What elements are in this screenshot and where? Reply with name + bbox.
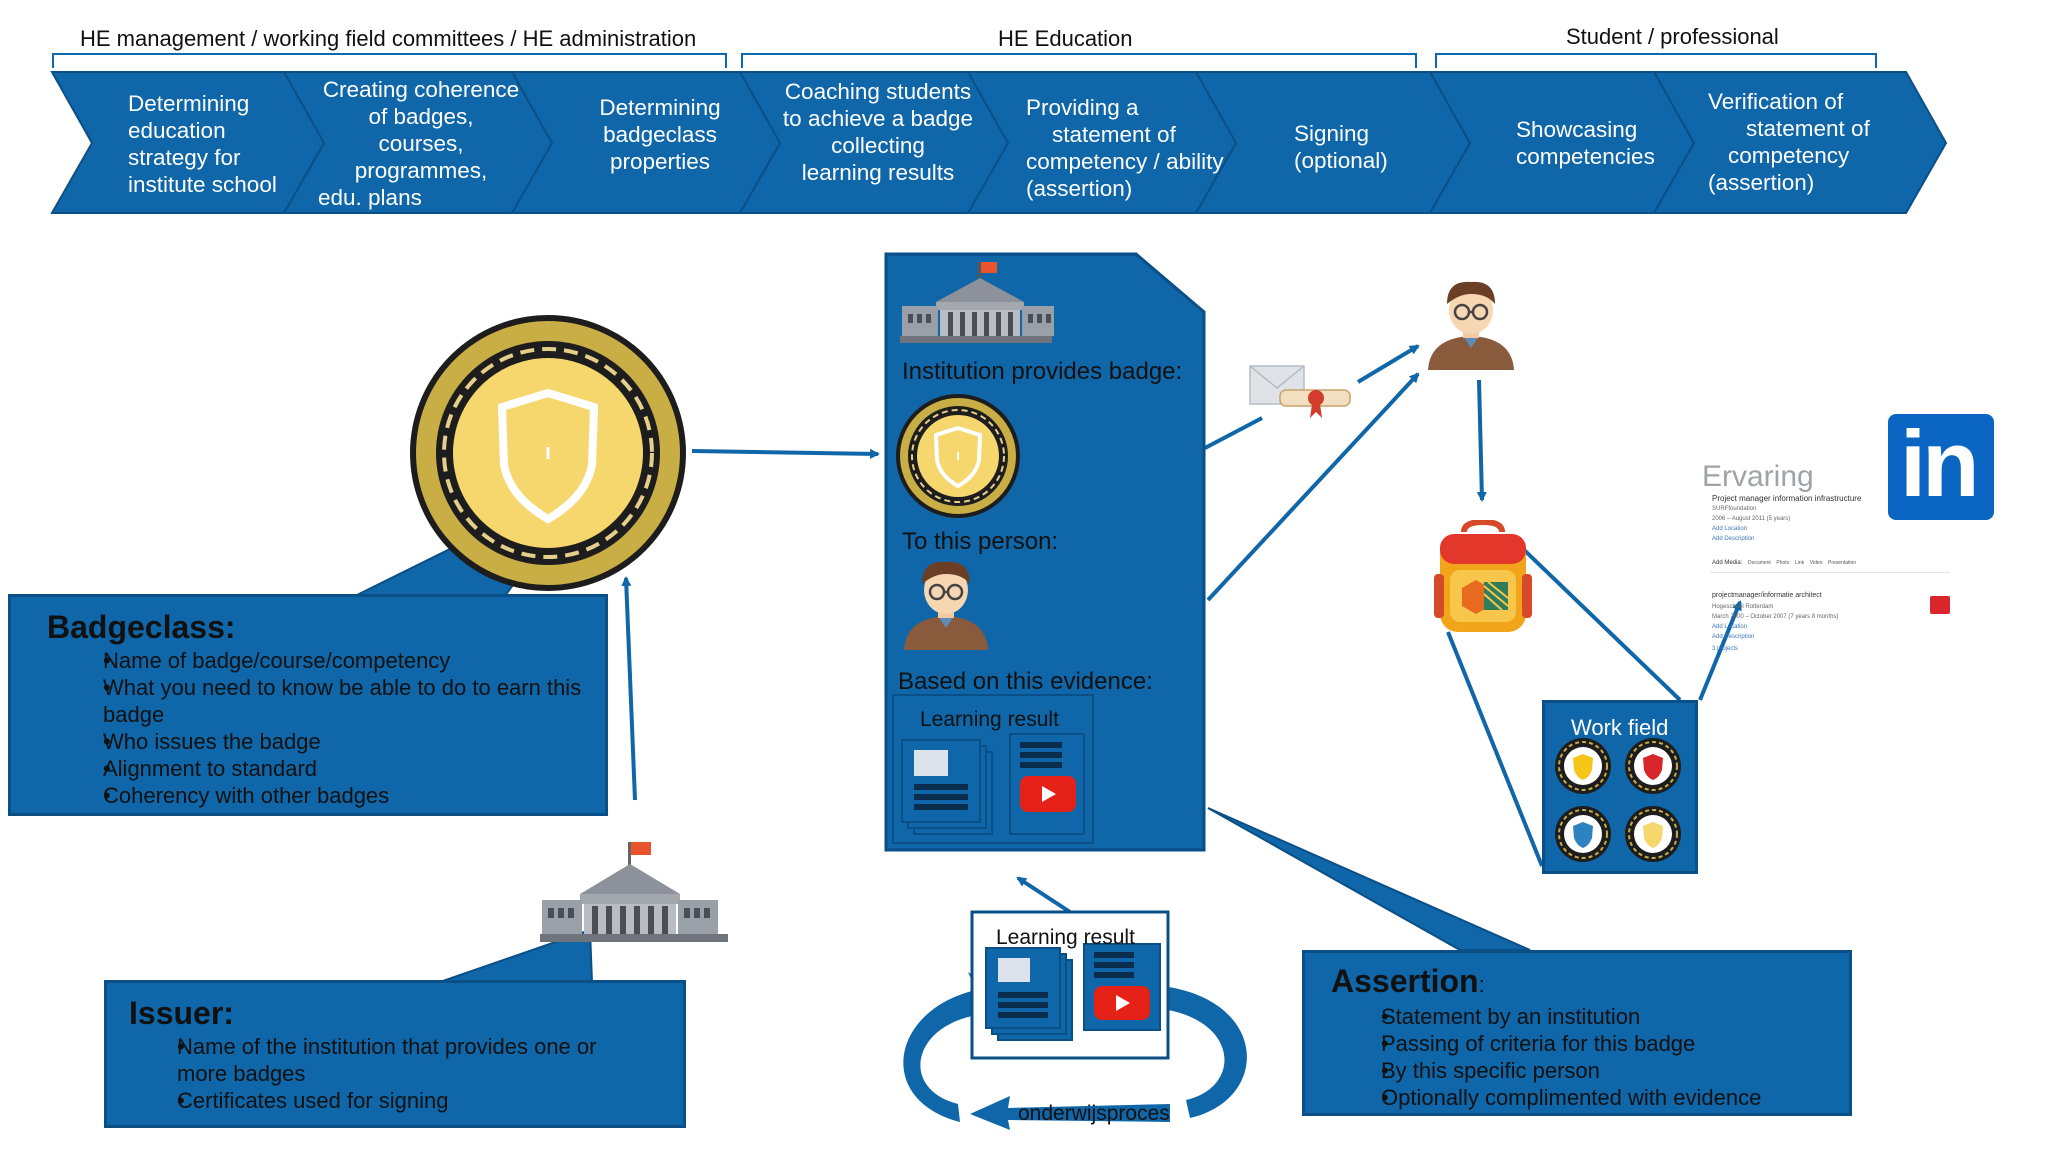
- learning-result-label: Learning result: [920, 708, 1059, 731]
- assertion-item: Optionally complimented with evidence: [1327, 1084, 1837, 1111]
- document-person-label: To this person:: [902, 528, 1059, 555]
- phase-label-management: HE management / working field committees…: [80, 26, 697, 51]
- badge-coin-small: [896, 394, 1020, 518]
- arrow-document-to-person: [1206, 372, 1420, 602]
- document-evidence-label: Based on this evidence:: [898, 668, 1153, 695]
- document-provides-label: Institution provides badge:: [902, 358, 1183, 385]
- phase-label-education: HE Education: [998, 26, 1133, 51]
- institution-building-icon: [900, 262, 1054, 343]
- linkedin-media-options: Document Photo Link Video Presentation: [1748, 560, 1857, 566]
- work-field-label: Work field: [1571, 715, 1669, 740]
- learning-cycle-result: [970, 910, 1170, 1060]
- assertion-title: Assertion:: [1331, 963, 1485, 999]
- cycle-arrow-right: [1162, 986, 1247, 1118]
- badgeclass-item: Alignment to standard: [41, 755, 601, 782]
- badgeclass-item: Coherency with other badges: [41, 782, 601, 809]
- org-logo-icon: [1930, 596, 1950, 614]
- arrow-workfield-to-linkedin: [1698, 600, 1742, 701]
- person-icon: [904, 561, 988, 650]
- arrow-document-to-envelope: [1204, 416, 1263, 450]
- backpack-icon: [1434, 520, 1532, 632]
- assertion-box: Assertion: Statement by an institution P…: [1302, 950, 1852, 1116]
- arrow-envelope-to-person: [1356, 344, 1420, 384]
- badge-coin-large: [410, 315, 686, 591]
- process-chevrons: [50, 53, 1948, 214]
- assertion-callout-tail: [1207, 807, 1531, 951]
- linkedin-profile-snippet: Ervaring Project manager information inf…: [1700, 460, 1980, 660]
- assertion-item: Passing of criteria for this badge: [1327, 1030, 1837, 1057]
- learning-cycle-label: Learning result: [996, 926, 1135, 949]
- issuer-item: Name of the institution that provides on…: [127, 1033, 647, 1087]
- learning-result-panel: [892, 694, 1094, 844]
- badgeclass-item: Name of badge/course/competency: [41, 647, 601, 674]
- work-field-badge-gold-2: [1625, 806, 1681, 862]
- cycle-arrow-bottom: [970, 1096, 1170, 1130]
- work-field-badge-blue: [1555, 806, 1611, 862]
- badgeclass-item: Who issues the badge: [41, 728, 601, 755]
- assertion-item: By this specific person: [1327, 1057, 1837, 1084]
- issuer-building-icon: [540, 842, 728, 942]
- linkedin-heading: Ervaring: [1702, 460, 1814, 493]
- assertion-item: Statement by an institution: [1327, 1003, 1837, 1030]
- arrow-person-to-backpack: [1476, 379, 1487, 502]
- phase-bracket-education: [741, 53, 1417, 68]
- issuer-title: Issuer:: [129, 995, 234, 1031]
- arrow-issuer-to-badge: [621, 576, 637, 801]
- work-field-badge-red: [1625, 738, 1681, 794]
- phase-bracket-student: [1435, 53, 1877, 68]
- phase-bracket-management: [52, 53, 727, 68]
- learning-process-label: onderwijsproces: [1018, 1102, 1170, 1125]
- step-6-label: Signing(optional): [1294, 121, 1388, 173]
- arrow-learning-to-document: [1016, 876, 1072, 914]
- work-field-badges: [1555, 738, 1681, 862]
- line-backpack-to-workfield-right: [1518, 544, 1682, 702]
- badgeclass-title: Badgeclass:: [47, 609, 236, 645]
- envelope-certificate-icon: [1249, 365, 1351, 418]
- recipient-person-icon: [1428, 281, 1514, 370]
- work-field-badge-gold-1: [1555, 738, 1611, 794]
- badgeclass-box: Badgeclass: Name of badge/course/compete…: [8, 594, 608, 816]
- linkedin-logo: in: [1888, 411, 1994, 520]
- line-backpack-to-workfield-left: [1446, 631, 1544, 867]
- chevron-step-8: [1652, 71, 1948, 214]
- phase-label-student: Student / professional: [1566, 24, 1779, 49]
- issuer-item: Certificates used for signing: [127, 1087, 647, 1114]
- badgeclass-item: What you need to know be able to do to e…: [41, 674, 601, 728]
- arrow-badge-to-document: [691, 448, 880, 459]
- issuer-box: Issuer: Name of the institution that pro…: [104, 980, 686, 1128]
